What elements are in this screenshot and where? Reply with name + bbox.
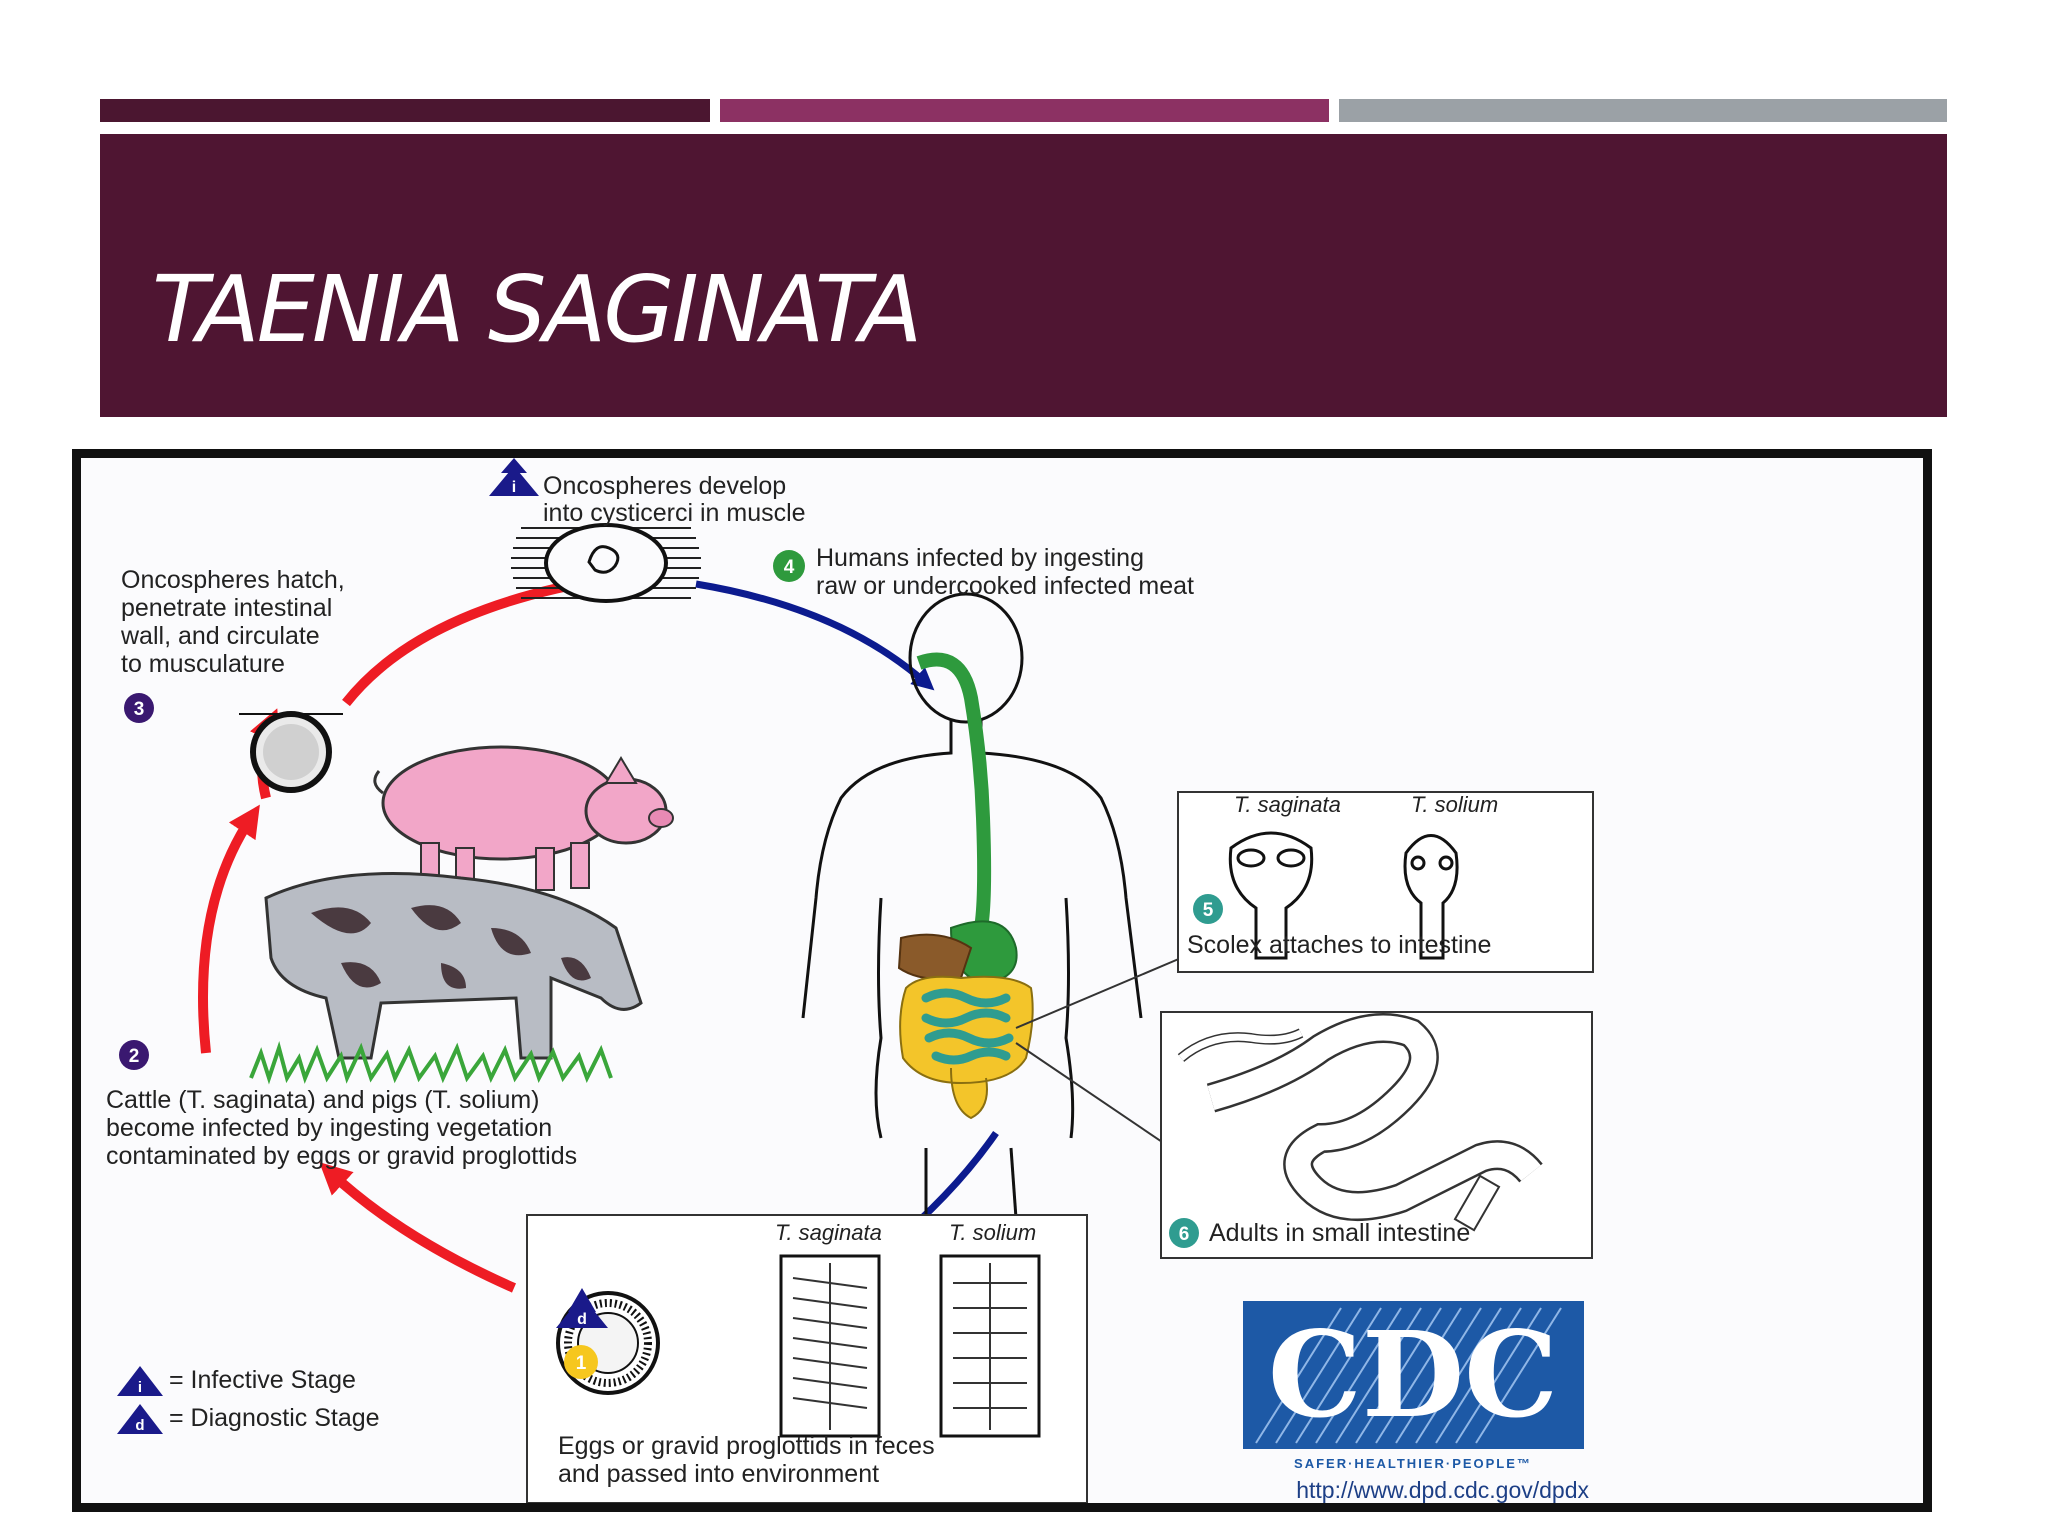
adult-worms-box: [1160, 1011, 1593, 1259]
scolex-species-a-label: T. saginata: [1234, 792, 1341, 817]
step-5-label: Scolex attaches to intestine: [1187, 931, 1491, 959]
slide-title: TAENIA SAGINATA: [152, 256, 922, 363]
arrow-environment-to-step2: [319, 1162, 517, 1293]
step-1-marker: 1: [564, 1345, 598, 1379]
step-2-label-line-3: contaminated by eggs or gravid proglotti…: [106, 1142, 577, 1170]
cdc-tagline: SAFER·HEALTHIER·PEOPLE™: [1294, 1456, 1532, 1471]
cdc-logo: CDC: [1243, 1301, 1584, 1449]
svg-text:2: 2: [129, 1046, 140, 1067]
digestive-tract-icon: [897, 652, 1034, 1120]
step-3-marker: 3: [124, 693, 154, 723]
step-2-marker: 2: [119, 1040, 149, 1070]
step-3-label-line-3: wall, and circulate: [120, 622, 320, 650]
environment-box: [526, 1214, 1088, 1503]
lifecycle-diagram: i 4 3 2 5 6 d 1 i = Infective Stage: [106, 458, 1594, 1503]
step-4-marker: 4: [773, 550, 805, 582]
legend-diagnostic-label: = Diagnostic Stage: [169, 1404, 380, 1432]
step-2-label-line-1: Cattle (T. saginata) and pigs (T. solium…: [106, 1086, 540, 1114]
legend-diagnostic-marker: d: [117, 1404, 163, 1434]
proglottid-saginata-icon: [779, 1254, 881, 1438]
title-band: TAENIA SAGINATA: [100, 134, 1947, 417]
scolex-solium-icon: [1403, 834, 1459, 960]
lifecycle-figure: i 4 3 2 5 6 d 1 i = Infective Stage: [72, 449, 1932, 1512]
proglottid-species-b-label: T. solium: [949, 1220, 1036, 1245]
svg-text:i: i: [138, 1379, 142, 1396]
svg-text:4: 4: [784, 557, 795, 578]
scolex-box: [1177, 791, 1594, 973]
step-3-label-line-2: penetrate intestinal: [121, 594, 332, 622]
muscle-label-line-2: into cysticerci in muscle: [543, 499, 806, 527]
legend-infective-label: = Infective Stage: [169, 1366, 356, 1394]
step-4-label-line-2: raw or undercooked infected meat: [816, 572, 1194, 600]
connector-to-adults-box: [1015, 1042, 1172, 1149]
svg-text:1: 1: [576, 1353, 587, 1374]
step-4-label-line-1: Humans infected by ingesting: [816, 544, 1144, 572]
adult-tapeworm-icon: [1177, 1013, 1543, 1232]
svg-text:d: d: [577, 1311, 587, 1328]
svg-text:3: 3: [134, 699, 145, 720]
cdc-url-link[interactable]: http://www.dpd.cdc.gov/dpdx: [1296, 1477, 1589, 1503]
arrow-muscle-to-human: [695, 580, 935, 691]
proglottid-solium-icon: [939, 1254, 1041, 1438]
step-1-label-line-1: Eggs or gravid proglottids in feces: [558, 1432, 935, 1460]
svg-text:5: 5: [1203, 900, 1214, 921]
svg-text:6: 6: [1179, 1224, 1190, 1245]
scolex-species-b-label: T. solium: [1411, 792, 1498, 817]
muscle-label-line-1: Oncospheres develop: [543, 472, 786, 500]
step-5-marker: 5: [1193, 894, 1223, 924]
legend-infective-marker: i: [117, 1366, 163, 1396]
step-3-label-line-4: to musculature: [121, 650, 285, 678]
muscle-cysticercus-icon: [511, 523, 701, 603]
human-body-icon: [801, 592, 1143, 1219]
step-2-label-line-2: become infected by ingesting vegetation: [106, 1114, 552, 1142]
legend: i = Infective Stage d = Diagnostic Stage: [117, 1366, 380, 1434]
connector-to-scolex-box: [1015, 957, 1182, 1029]
arrow-step3-to-muscle: [342, 573, 612, 707]
svg-text:i: i: [512, 479, 516, 496]
oncosphere-icon: [239, 711, 343, 793]
accent-bar-middle: [720, 99, 1329, 122]
step-3-label-line-1: Oncospheres hatch,: [121, 566, 345, 594]
accent-bar-right: [1339, 99, 1947, 122]
cow-icon: [249, 872, 643, 1085]
step-1-label-line-2: and passed into environment: [558, 1460, 879, 1488]
infective-stage-marker: i: [489, 458, 539, 496]
step-6-label: Adults in small intestine: [1209, 1219, 1470, 1247]
arrow-step2-to-hatch: [198, 804, 260, 1054]
pig-icon: [373, 745, 674, 891]
step-6-marker: 6: [1169, 1218, 1199, 1248]
accent-bar-left: [100, 99, 710, 122]
svg-text:CDC: CDC: [1268, 1305, 1558, 1444]
svg-text:d: d: [135, 1417, 144, 1434]
diagnostic-stage-marker: d: [556, 1288, 608, 1328]
proglottid-species-a-label: T. saginata: [775, 1220, 882, 1245]
scolex-saginata-icon: [1228, 831, 1314, 960]
